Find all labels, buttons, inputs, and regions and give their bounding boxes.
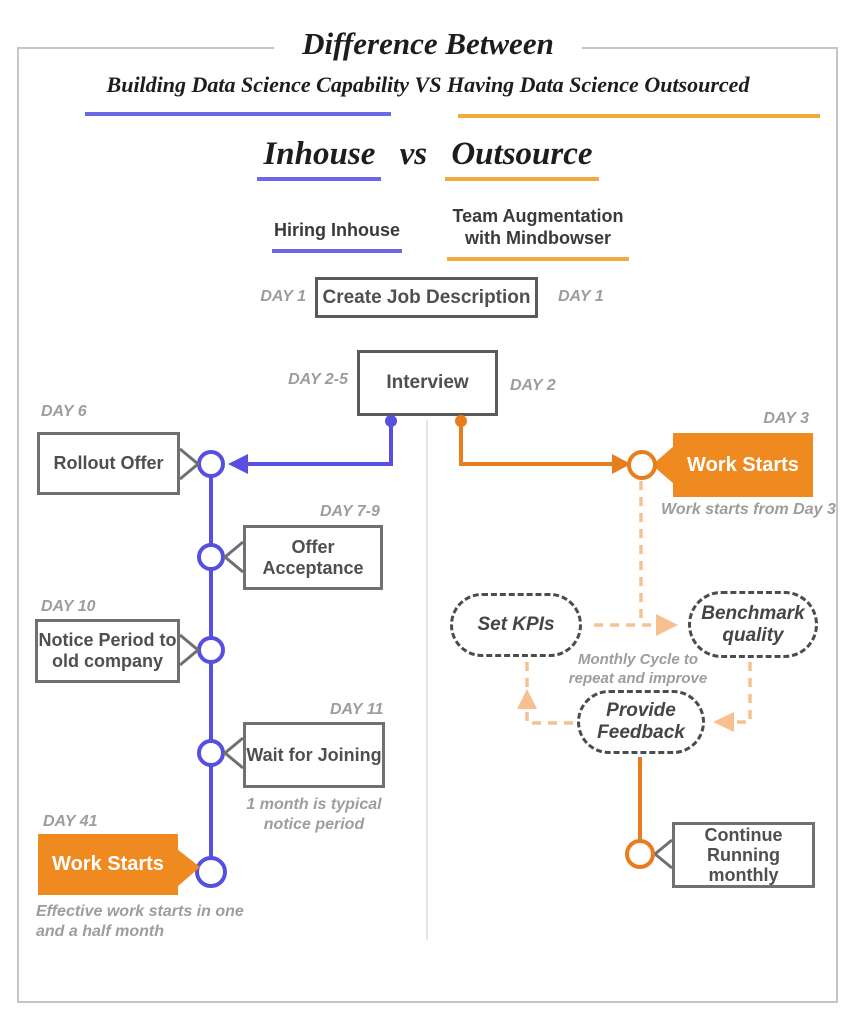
page-title-wrap: Difference Between — [0, 26, 856, 62]
versus-outsource: Outsource — [445, 136, 599, 181]
day-label-interview-right: DAY 2 — [510, 377, 556, 394]
cycle-benchmark-quality: Benchmark quality — [688, 591, 818, 658]
track-header-outsource: Team Augmentation with Mindbowser — [433, 206, 643, 261]
page-title: Difference Between — [274, 26, 582, 62]
step-continue-running: Continue Running monthly — [672, 822, 815, 888]
day-label-offer-acceptance: DAY 7-9 — [320, 503, 380, 520]
step-rollout-offer: Rollout Offer — [37, 432, 180, 495]
day-label-work-starts-outsource: DAY 3 — [763, 410, 809, 427]
day-label-work-starts-inhouse: DAY 41 — [43, 813, 98, 830]
note-wait-for-joining: 1 month is typical notice period — [246, 796, 382, 834]
step-interview: Interview — [357, 350, 498, 416]
step-create-job-description: Create Job Description — [315, 277, 538, 318]
subtitle-underline-inhouse — [85, 112, 391, 116]
day-label-notice-period: DAY 10 — [41, 598, 96, 615]
versus-vs: vs — [399, 136, 428, 172]
step-notice-period: Notice Period to old company — [35, 619, 180, 683]
step-wait-for-joining: Wait for Joining — [243, 722, 385, 788]
subtitle-underline-outsource — [458, 114, 820, 118]
day-label-jd-right: DAY 1 — [558, 288, 604, 305]
page-subtitle: Building Data Science Capability VS Havi… — [106, 72, 750, 97]
day-label-rollout: DAY 6 — [41, 403, 87, 420]
track-header-inhouse: Hiring Inhouse — [232, 220, 442, 253]
step-work-starts-outsource: Work Starts — [673, 433, 813, 497]
step-work-starts-inhouse: Work Starts — [38, 834, 178, 895]
day-label-wait-joining: DAY 11 — [330, 701, 384, 718]
versus-inhouse: Inhouse — [257, 136, 382, 181]
note-work-starts-outsource: Work starts from Day 3 — [661, 501, 836, 518]
day-label-interview-left: DAY 2-5 — [288, 371, 348, 388]
note-work-starts-inhouse: Effective work starts in one and a half … — [36, 903, 244, 941]
versus-heading: Inhouse vs Outsource — [0, 136, 856, 181]
cycle-provide-feedback: Provide Feedback — [577, 690, 705, 754]
day-label-jd-left: DAY 1 — [260, 288, 306, 305]
step-offer-acceptance: Offer Acceptance — [243, 525, 383, 590]
note-monthly-cycle: Monthly Cycle to repeat and improve — [568, 651, 708, 688]
cycle-set-kpis: Set KPIs — [450, 593, 582, 657]
